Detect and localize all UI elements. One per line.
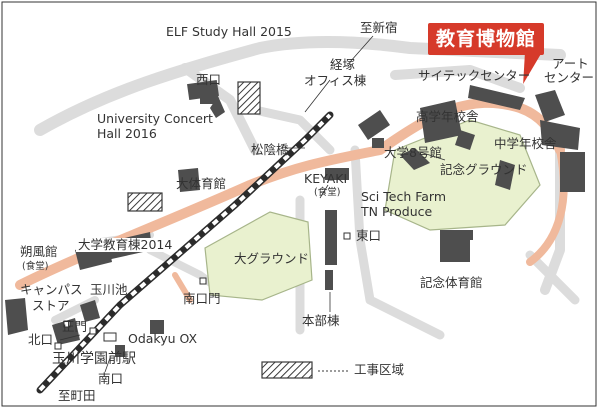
legend-swatch — [261, 361, 313, 379]
label-campus-store-1: キャンパス — [20, 282, 83, 297]
label-kyozuka-2: オフィス棟 — [304, 73, 367, 88]
label-elf-study-hall: ELF Study Hall 2015 — [166, 24, 292, 39]
label-kyozuka-1: 経塚 — [330, 57, 356, 72]
label-memorial-gym: 記念体育館 — [420, 275, 483, 290]
fields — [204, 119, 541, 301]
label-main-building: 本部棟 — [302, 313, 340, 328]
label-concert-hall-1: University Concert — [97, 111, 213, 126]
label-scitech-farm-2: TN Produce — [361, 204, 433, 219]
label-matsukage-bridge: 松陰橋 — [251, 142, 289, 157]
buildings — [5, 79, 585, 357]
label-to-shinjuku: 至新宿 — [360, 20, 398, 35]
gate-markers — [54, 232, 351, 350]
label-art-center-1: アート — [552, 56, 589, 71]
leader-lines — [59, 35, 446, 373]
label-art-center-2: センター — [544, 70, 595, 85]
label-campus-store-2: ストア — [32, 298, 70, 313]
label-kitaguchi: 北口 — [28, 332, 54, 347]
label-scitec-center: サイテックセンター — [418, 68, 531, 83]
label-seimon: 正門 — [62, 319, 88, 334]
label-building-8: 大学8号館 — [384, 145, 442, 160]
label-memorial-ground: 記念グラウンド — [440, 162, 528, 177]
label-middle-school: 中学年校舎 — [494, 136, 557, 151]
label-sakufukan-sub: (食堂) — [22, 261, 49, 272]
label-tamagawa-pond: 玉川池 — [90, 282, 128, 297]
memorial-ground-field — [384, 119, 541, 231]
label-big-ground: 大グラウンド — [234, 251, 310, 266]
label-concert-hall-2: Hall 2016 — [97, 126, 157, 141]
label-to-machida: 至町田 — [58, 388, 96, 403]
odakyu-ox-marker — [103, 332, 117, 342]
label-gymnasium: 大体育館 — [176, 176, 227, 191]
label-higashiguchi: 東口 — [356, 228, 382, 243]
label-nishiguchi: 西口 — [196, 72, 222, 87]
label-keyaki-sub: (食堂) — [314, 187, 341, 198]
label-minamiguchi: 南口 — [98, 371, 124, 386]
label-station: 玉川学園前駅 — [52, 351, 136, 367]
education-museum-tag[interactable]: 教育博物館 — [428, 23, 544, 55]
legend-construction-label: 工事区域 — [354, 362, 405, 377]
big-ground-field — [204, 211, 313, 301]
label-scitech-farm-1: Sci Tech Farm — [361, 189, 447, 204]
label-high-school: 高学年校舎 — [416, 109, 479, 124]
construction-areas — [127, 81, 348, 379]
label-sakufukan: 朔風館 — [20, 244, 58, 259]
label-keyaki: KEYAKI — [304, 171, 348, 186]
label-education-building: 大学教育棟2014 — [76, 237, 175, 252]
label-odakyu-ox: Odakyu OX — [128, 331, 198, 346]
label-minamiguchi-gate: 南口門 — [183, 291, 221, 306]
